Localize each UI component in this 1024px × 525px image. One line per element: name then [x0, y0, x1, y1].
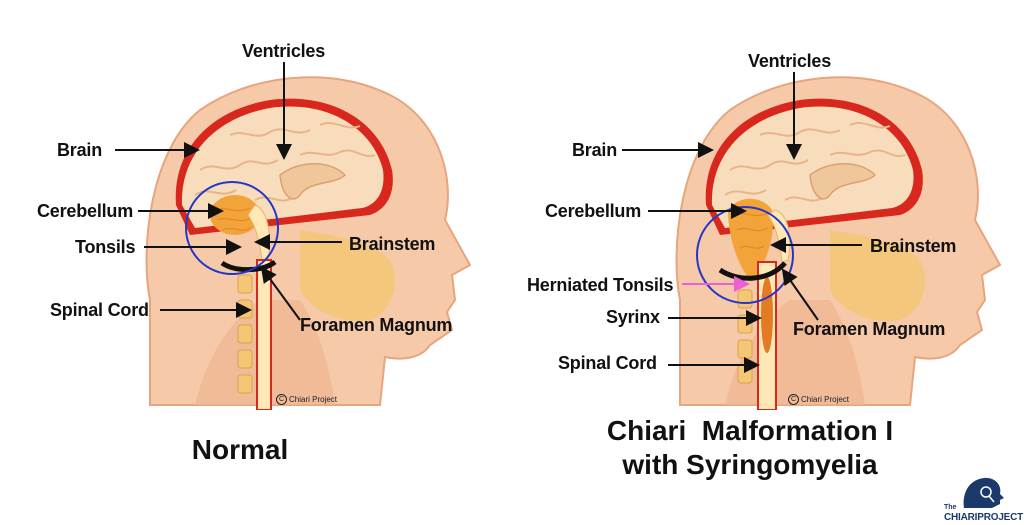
ventricle [279, 163, 347, 200]
label-spinal-cord: Spinal Cord [50, 300, 149, 320]
chiari-project-logo: The CHIARIPROJECT [932, 474, 1024, 524]
label-ventricles: Ventricles [242, 41, 326, 61]
brain-shape [711, 106, 914, 228]
normal-arrows [115, 62, 342, 321]
chiari-head-illustration [622, 72, 1002, 410]
caption-line-1: Chiari Malformation I [606, 415, 894, 446]
copyright-symbol: C [276, 394, 287, 405]
brain-folds [194, 122, 376, 202]
normal-head-illustration [115, 62, 472, 410]
logo-head-icon [963, 477, 1004, 508]
face-skull [300, 230, 395, 321]
vertebrae [237, 274, 253, 394]
label-herniated-tonsils: Herniated Tonsils [527, 275, 674, 295]
label-foramen-magnum: Foramen Magnum [300, 315, 453, 335]
brain-folds [724, 122, 906, 202]
copyright-text: Chiari Project [289, 395, 338, 404]
label-tonsils: Tonsils [75, 237, 136, 257]
caption-chiari: Chiari Malformation I with Syringomyelia [595, 414, 905, 482]
label-ventricles: Ventricles [748, 51, 832, 71]
ventricle [809, 163, 877, 200]
face-skull [830, 230, 925, 321]
label-brain: Brain [57, 140, 103, 160]
chiari-copyright: C Chiari Project [788, 394, 849, 405]
copyright-text: Chiari Project [801, 395, 850, 404]
label-cerebellum: Cerebellum [37, 201, 134, 221]
label-brainstem: Brainstem [349, 234, 436, 254]
label-syrinx: Syrinx [606, 307, 660, 327]
arrow-foramen-magnum [781, 268, 819, 321]
spinal-cord-shape [256, 259, 272, 410]
caption-normal: Normal [191, 434, 289, 465]
arrow-foramen-magnum [260, 266, 301, 321]
label-cerebellum: Cerebellum [545, 201, 642, 221]
normal-figure: Ventricles Brain Cerebellum Tonsils Brai… [0, 0, 500, 525]
foramen-magnum-ring [718, 261, 787, 281]
copyright-symbol: C [788, 394, 799, 405]
chiari-figure: Ventricles Brain Cerebellum Brainstem He… [500, 0, 1024, 525]
label-spinal-cord: Spinal Cord [558, 353, 657, 373]
normal-copyright: C Chiari Project [276, 394, 337, 405]
label-brain: Brain [572, 140, 618, 160]
label-foramen-magnum: Foramen Magnum [793, 319, 946, 339]
chiari-arrows [622, 72, 862, 373]
caption-line-2: with Syringomyelia [622, 449, 878, 480]
label-brainstem: Brainstem [870, 236, 957, 256]
foramen-magnum-ring [220, 259, 277, 273]
logo-wordmark: CHIARIPROJECT [944, 512, 1024, 523]
logo-the-text: The [944, 504, 957, 511]
highlight-circle [185, 181, 279, 275]
syrinx-shape [761, 277, 773, 353]
